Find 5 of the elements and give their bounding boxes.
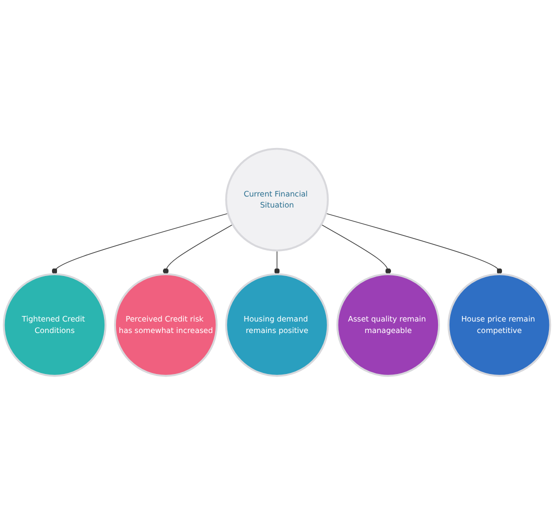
connector xyxy=(320,224,392,274)
connector xyxy=(274,250,280,274)
connector xyxy=(326,212,502,274)
connector xyxy=(52,212,228,274)
connector xyxy=(162,224,234,274)
